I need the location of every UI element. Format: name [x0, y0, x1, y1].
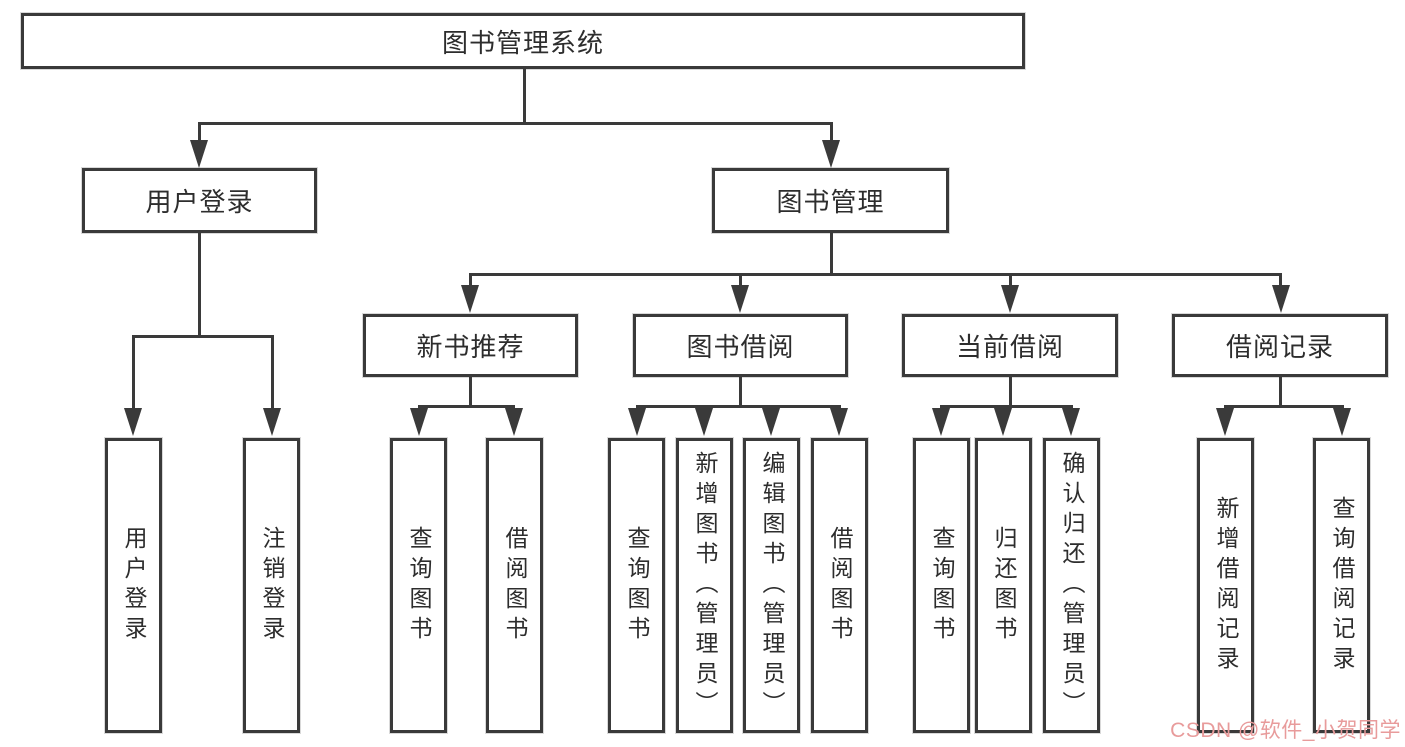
node-library-management-system: 图书管理系统: [21, 13, 1025, 69]
node-borrow-records: 借阅记录: [1172, 314, 1388, 377]
arrowhead-down: [505, 408, 523, 436]
connector-vline: [271, 335, 274, 411]
connector-vline: [739, 273, 742, 289]
node-book-borrowing: 图书借阅: [633, 314, 848, 377]
connector-vline: [198, 233, 201, 335]
arrowhead-down: [190, 140, 208, 168]
connector-vline: [469, 377, 472, 405]
node-current-borrowing: 当前借阅: [902, 314, 1118, 377]
connector-hline: [132, 335, 274, 338]
connector-vline: [739, 377, 742, 405]
leaf-return-books: 归还图书: [975, 438, 1032, 733]
leaf-logout: 注销登录: [243, 438, 300, 733]
arrowhead-down: [731, 285, 749, 313]
connector-hline: [1224, 405, 1344, 408]
arrowhead-down: [830, 408, 848, 436]
connector-hline: [418, 405, 515, 408]
connector-vline: [1279, 377, 1282, 405]
arrowhead-down: [762, 408, 780, 436]
connector-vline: [1009, 377, 1012, 405]
connector-vline: [198, 122, 201, 144]
leaf-edit-books-admin: 编辑图书（管理员）: [743, 438, 800, 733]
leaf-borrow-books: 借阅图书: [811, 438, 868, 733]
node-user-login: 用户登录: [82, 168, 317, 233]
connector-hline: [636, 405, 841, 408]
arrowhead-down: [932, 408, 950, 436]
leaf-add-books-admin: 新增图书（管理员）: [676, 438, 733, 733]
arrowhead-down: [124, 408, 142, 436]
node-book-management: 图书管理: [712, 168, 949, 233]
leaf-user-login: 用户登录: [105, 438, 162, 733]
arrowhead-down: [1333, 408, 1351, 436]
arrowhead-down: [263, 408, 281, 436]
arrowhead-down: [994, 408, 1012, 436]
arrowhead-down: [461, 285, 479, 313]
leaf-query-books-borrowing: 查询图书: [608, 438, 665, 733]
arrowhead-down: [1062, 408, 1080, 436]
arrowhead-down: [1216, 408, 1234, 436]
connector-vline: [830, 233, 833, 273]
connector-vline: [1279, 273, 1282, 289]
arrowhead-down: [410, 408, 428, 436]
arrowhead-down: [1001, 285, 1019, 313]
connector-hline: [469, 273, 1282, 276]
connector-hline: [198, 122, 832, 125]
connector-vline: [523, 69, 526, 122]
arrowhead-down: [695, 408, 713, 436]
arrowhead-down: [822, 140, 840, 168]
leaf-borrow-books-recommend: 借阅图书: [486, 438, 543, 733]
leaf-confirm-return-admin: 确认归还（管理员）: [1043, 438, 1100, 733]
arrowhead-down: [628, 408, 646, 436]
leaf-query-books-recommend: 查询图书: [390, 438, 447, 733]
leaf-query-borrow-record: 查询借阅记录: [1313, 438, 1370, 733]
connector-vline: [1009, 273, 1012, 289]
arrowhead-down: [1272, 285, 1290, 313]
leaf-add-borrow-record: 新增借阅记录: [1197, 438, 1254, 733]
connector-vline: [469, 273, 472, 289]
leaf-query-books-current: 查询图书: [913, 438, 970, 733]
connector-vline: [132, 335, 135, 411]
connector-hline: [940, 405, 1073, 408]
connector-vline: [830, 122, 833, 144]
node-new-book-recommend: 新书推荐: [363, 314, 578, 377]
watermark: CSDN @软件_小贺同学: [1170, 719, 1401, 742]
